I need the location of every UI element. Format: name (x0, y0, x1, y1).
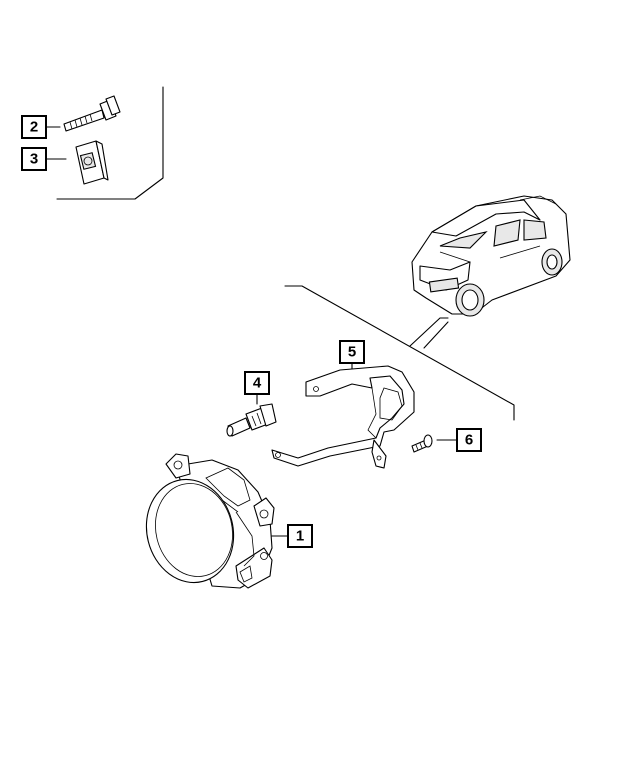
callout-2-group[interactable]: 2 (21, 115, 61, 139)
fog-lamp-assembly (145, 453, 275, 589)
callout-1-label: 1 (296, 528, 304, 545)
callout-4-group[interactable]: 4 (244, 371, 270, 405)
u-clip-nut (75, 140, 109, 185)
callout-3-group[interactable]: 3 (21, 147, 67, 171)
hex-bolt (63, 95, 121, 132)
suv-vehicle-locator (411, 195, 571, 317)
callout-4-label: 4 (253, 375, 262, 392)
inset-frame (56, 86, 164, 200)
mounting-bracket (271, 365, 415, 469)
callout-5-label: 5 (348, 344, 356, 361)
callout-6-group[interactable]: 6 (436, 428, 482, 452)
callout-1-group[interactable]: 1 (271, 524, 313, 548)
small-screw (411, 434, 433, 453)
callout-6-label: 6 (465, 432, 473, 449)
locator-lines (284, 285, 515, 421)
callout-3-label: 3 (30, 151, 38, 168)
fog-lamp-bulb (226, 403, 277, 437)
callout-2-label: 2 (30, 119, 38, 136)
